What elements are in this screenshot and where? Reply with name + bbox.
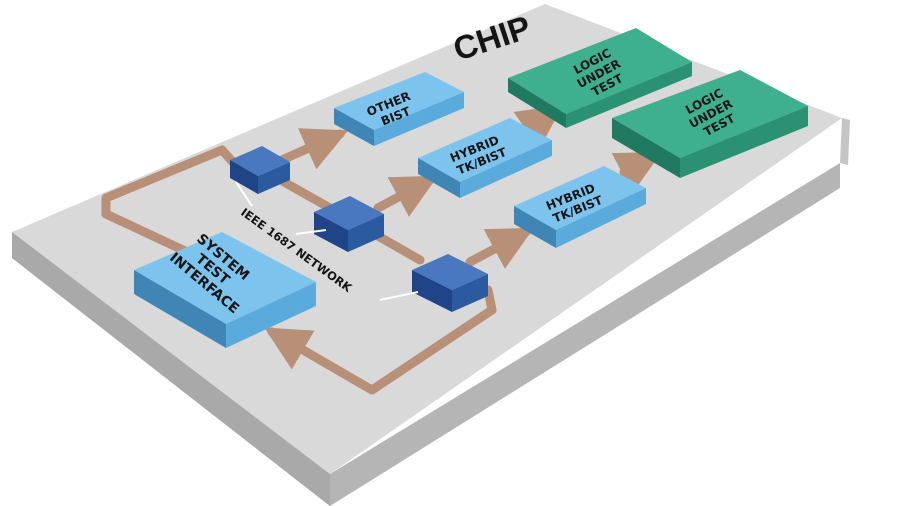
- block-hybrid-bottom: HYBRID TK/BIST: [514, 166, 646, 248]
- board-front-face: [12, 163, 840, 506]
- block-hybrid-top: HYBRID TK/BIST: [418, 118, 552, 198]
- wire-node1-node2: [279, 177, 335, 213]
- wire-return-loop: [101, 145, 245, 263]
- wire-node2-hybrid-top: [373, 175, 438, 217]
- wire-node3-hybrid-bottom: [465, 227, 534, 269]
- block-logic-bottom: LOGIC UNDER TEST: [612, 70, 808, 178]
- network-pointers: [235, 181, 419, 301]
- wire-node1-otherbist: [277, 128, 349, 170]
- svg-text:LOGIC UNDER TEST: LOGIC UNDER TEST: [568, 42, 633, 103]
- block-other-bist: OTHER BIST: [334, 72, 464, 146]
- network-node-1: [230, 146, 290, 194]
- network-wires: [101, 104, 662, 395]
- wire-return-bottom: [264, 285, 497, 395]
- wire-node2-node3: [373, 231, 425, 265]
- block-system-test-interface: SYSTEM TEST INTERFACE: [134, 231, 316, 348]
- network-node-3: [412, 254, 488, 312]
- block-logic-top: LOGIC UNDER TEST: [508, 28, 692, 128]
- board-front-face-left: [12, 232, 330, 506]
- board-side-face: [840, 118, 850, 165]
- svg-text:HYBRID TK/BIST: HYBRID TK/BIST: [448, 131, 510, 178]
- network-node-2: [314, 196, 384, 252]
